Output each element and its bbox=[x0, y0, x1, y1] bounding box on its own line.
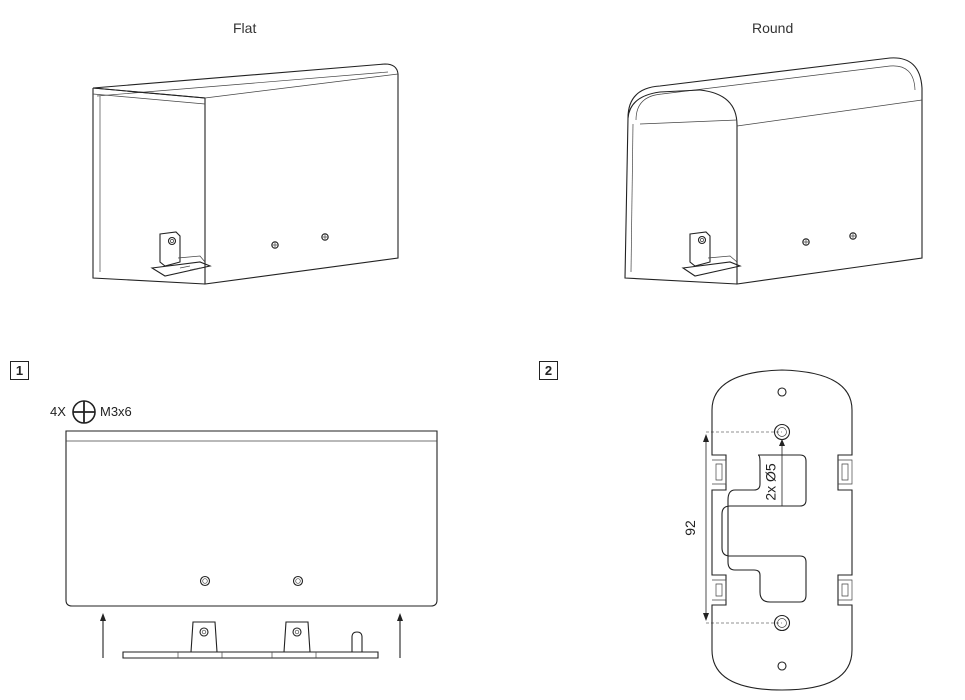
flat-label: Flat bbox=[233, 20, 257, 36]
screw-size: M3x6 bbox=[100, 404, 132, 419]
up-arrow-icon bbox=[100, 613, 106, 658]
phillips-cross-icon bbox=[72, 400, 96, 424]
screw-quantity: 4X bbox=[50, 404, 66, 419]
step-1-drawing bbox=[65, 400, 438, 659]
round-label: Round bbox=[752, 20, 794, 36]
flat-housing-drawing bbox=[92, 63, 399, 285]
round-housing-drawing bbox=[624, 57, 923, 285]
step-2-badge: 2 bbox=[539, 361, 558, 380]
step-1-badge: 1 bbox=[10, 361, 29, 380]
step-2-drawing bbox=[703, 369, 853, 691]
up-arrow-icon bbox=[397, 613, 403, 658]
